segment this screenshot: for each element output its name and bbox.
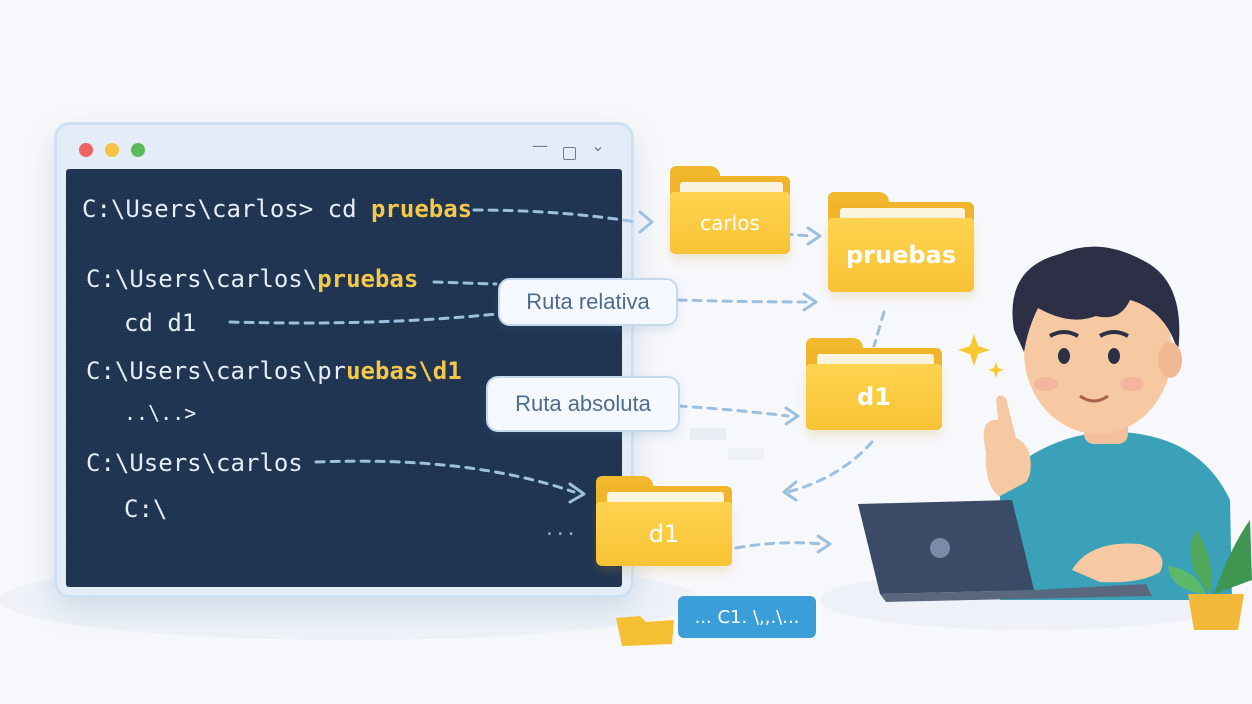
console-output[interactable]: C:\Users\carlos> cd pruebas C:\Users\car… [66, 169, 622, 587]
line-text: C:\Users\carlos\pr [86, 357, 347, 385]
highlighted-text: pruebas [317, 265, 419, 293]
leaf [1190, 530, 1212, 594]
torso [1000, 431, 1232, 600]
folder-label: d1 [596, 502, 732, 566]
eye [1108, 348, 1120, 364]
minimize-dot-button[interactable] [105, 143, 119, 157]
dashed-arrow [676, 298, 810, 304]
leaf [1214, 520, 1252, 594]
chevron-down-icon[interactable]: ⌄ [591, 136, 605, 155]
smile [1079, 394, 1109, 403]
sparkle-icon [958, 334, 990, 366]
command-line-4: C:\Users\carlos\pruebas\d1 [86, 357, 462, 385]
eye [1058, 348, 1070, 364]
arrowhead [638, 210, 654, 234]
arrowhead [782, 480, 798, 502]
command-line-2: C:\Users\carlos\pruebas [86, 265, 418, 293]
arrowhead [568, 482, 586, 504]
plant-pot [1188, 594, 1244, 630]
leaf [1168, 566, 1206, 594]
path-badge: ... C1. \,,.\... [678, 596, 816, 638]
dashed-arrow [786, 440, 874, 494]
folder-label: pruebas [828, 218, 974, 292]
arrowhead [784, 406, 800, 426]
folder-label: d1 [806, 364, 942, 430]
ear [1158, 342, 1182, 378]
folder-pruebas[interactable]: pruebas [828, 192, 974, 292]
command-line-3: cd d1 [124, 309, 197, 337]
background-sheet [690, 428, 726, 440]
line-text: C:\Users\carlos> cd [82, 195, 371, 223]
folder-carlos[interactable]: carlos [670, 166, 790, 254]
command-line-6: C:\Users\carlos [86, 449, 303, 477]
hair [1012, 246, 1180, 352]
highlighted-text: uebas\d1 [346, 357, 462, 385]
dashed-arrow [734, 541, 824, 550]
raised-hand [983, 395, 1031, 499]
arrowhead [802, 292, 818, 312]
laptop-base [880, 584, 1152, 602]
dashed-arrow [228, 312, 498, 325]
folder-d1-bottom[interactable]: d1 [596, 476, 732, 566]
dashed-arrow [676, 404, 790, 418]
background-sheet [728, 448, 764, 460]
close-button[interactable] [79, 143, 93, 157]
minimize-icon[interactable]: — [532, 136, 548, 155]
eyebrow [1049, 330, 1079, 338]
typing-hand [1072, 543, 1163, 583]
relative-path-callout: Ruta relativa [498, 278, 678, 326]
arrowhead [816, 534, 832, 554]
folder-d1-top[interactable]: d1 [806, 338, 942, 430]
dashed-arrow [432, 280, 498, 286]
command-line-1: C:\Users\carlos> cd pruebas [82, 195, 472, 223]
arrowhead [806, 226, 822, 246]
plant-illustration [1168, 520, 1252, 630]
cheek [1034, 377, 1058, 391]
person-illustration [983, 246, 1232, 600]
command-line-7: C:\ [124, 495, 168, 523]
folder-label: carlos [670, 192, 790, 254]
cheek [1120, 377, 1144, 391]
command-line-8: ... [544, 519, 577, 540]
logo-icon [930, 538, 950, 558]
highlighted-text: pruebas [370, 195, 473, 223]
maximize-icon[interactable] [563, 147, 576, 160]
small-folder-icon [616, 616, 674, 646]
command-line-5: ..\..> [124, 401, 197, 425]
eyebrow [1099, 330, 1129, 338]
dashed-arrow [472, 208, 638, 224]
dashed-arrow [872, 310, 886, 348]
absolute-path-callout: Ruta absoluta [486, 376, 680, 432]
line-text: C:\Users\carlos\ [86, 265, 318, 293]
title-bar[interactable]: — ⌄ [57, 125, 631, 169]
sparkle-icon [988, 362, 1004, 378]
laptop-illustration [858, 500, 1163, 602]
dashed-arrow [314, 459, 576, 494]
terminal-window[interactable]: — ⌄ C:\Users\carlos> cd pruebas C:\Users… [54, 122, 634, 598]
zoom-button[interactable] [131, 143, 145, 157]
